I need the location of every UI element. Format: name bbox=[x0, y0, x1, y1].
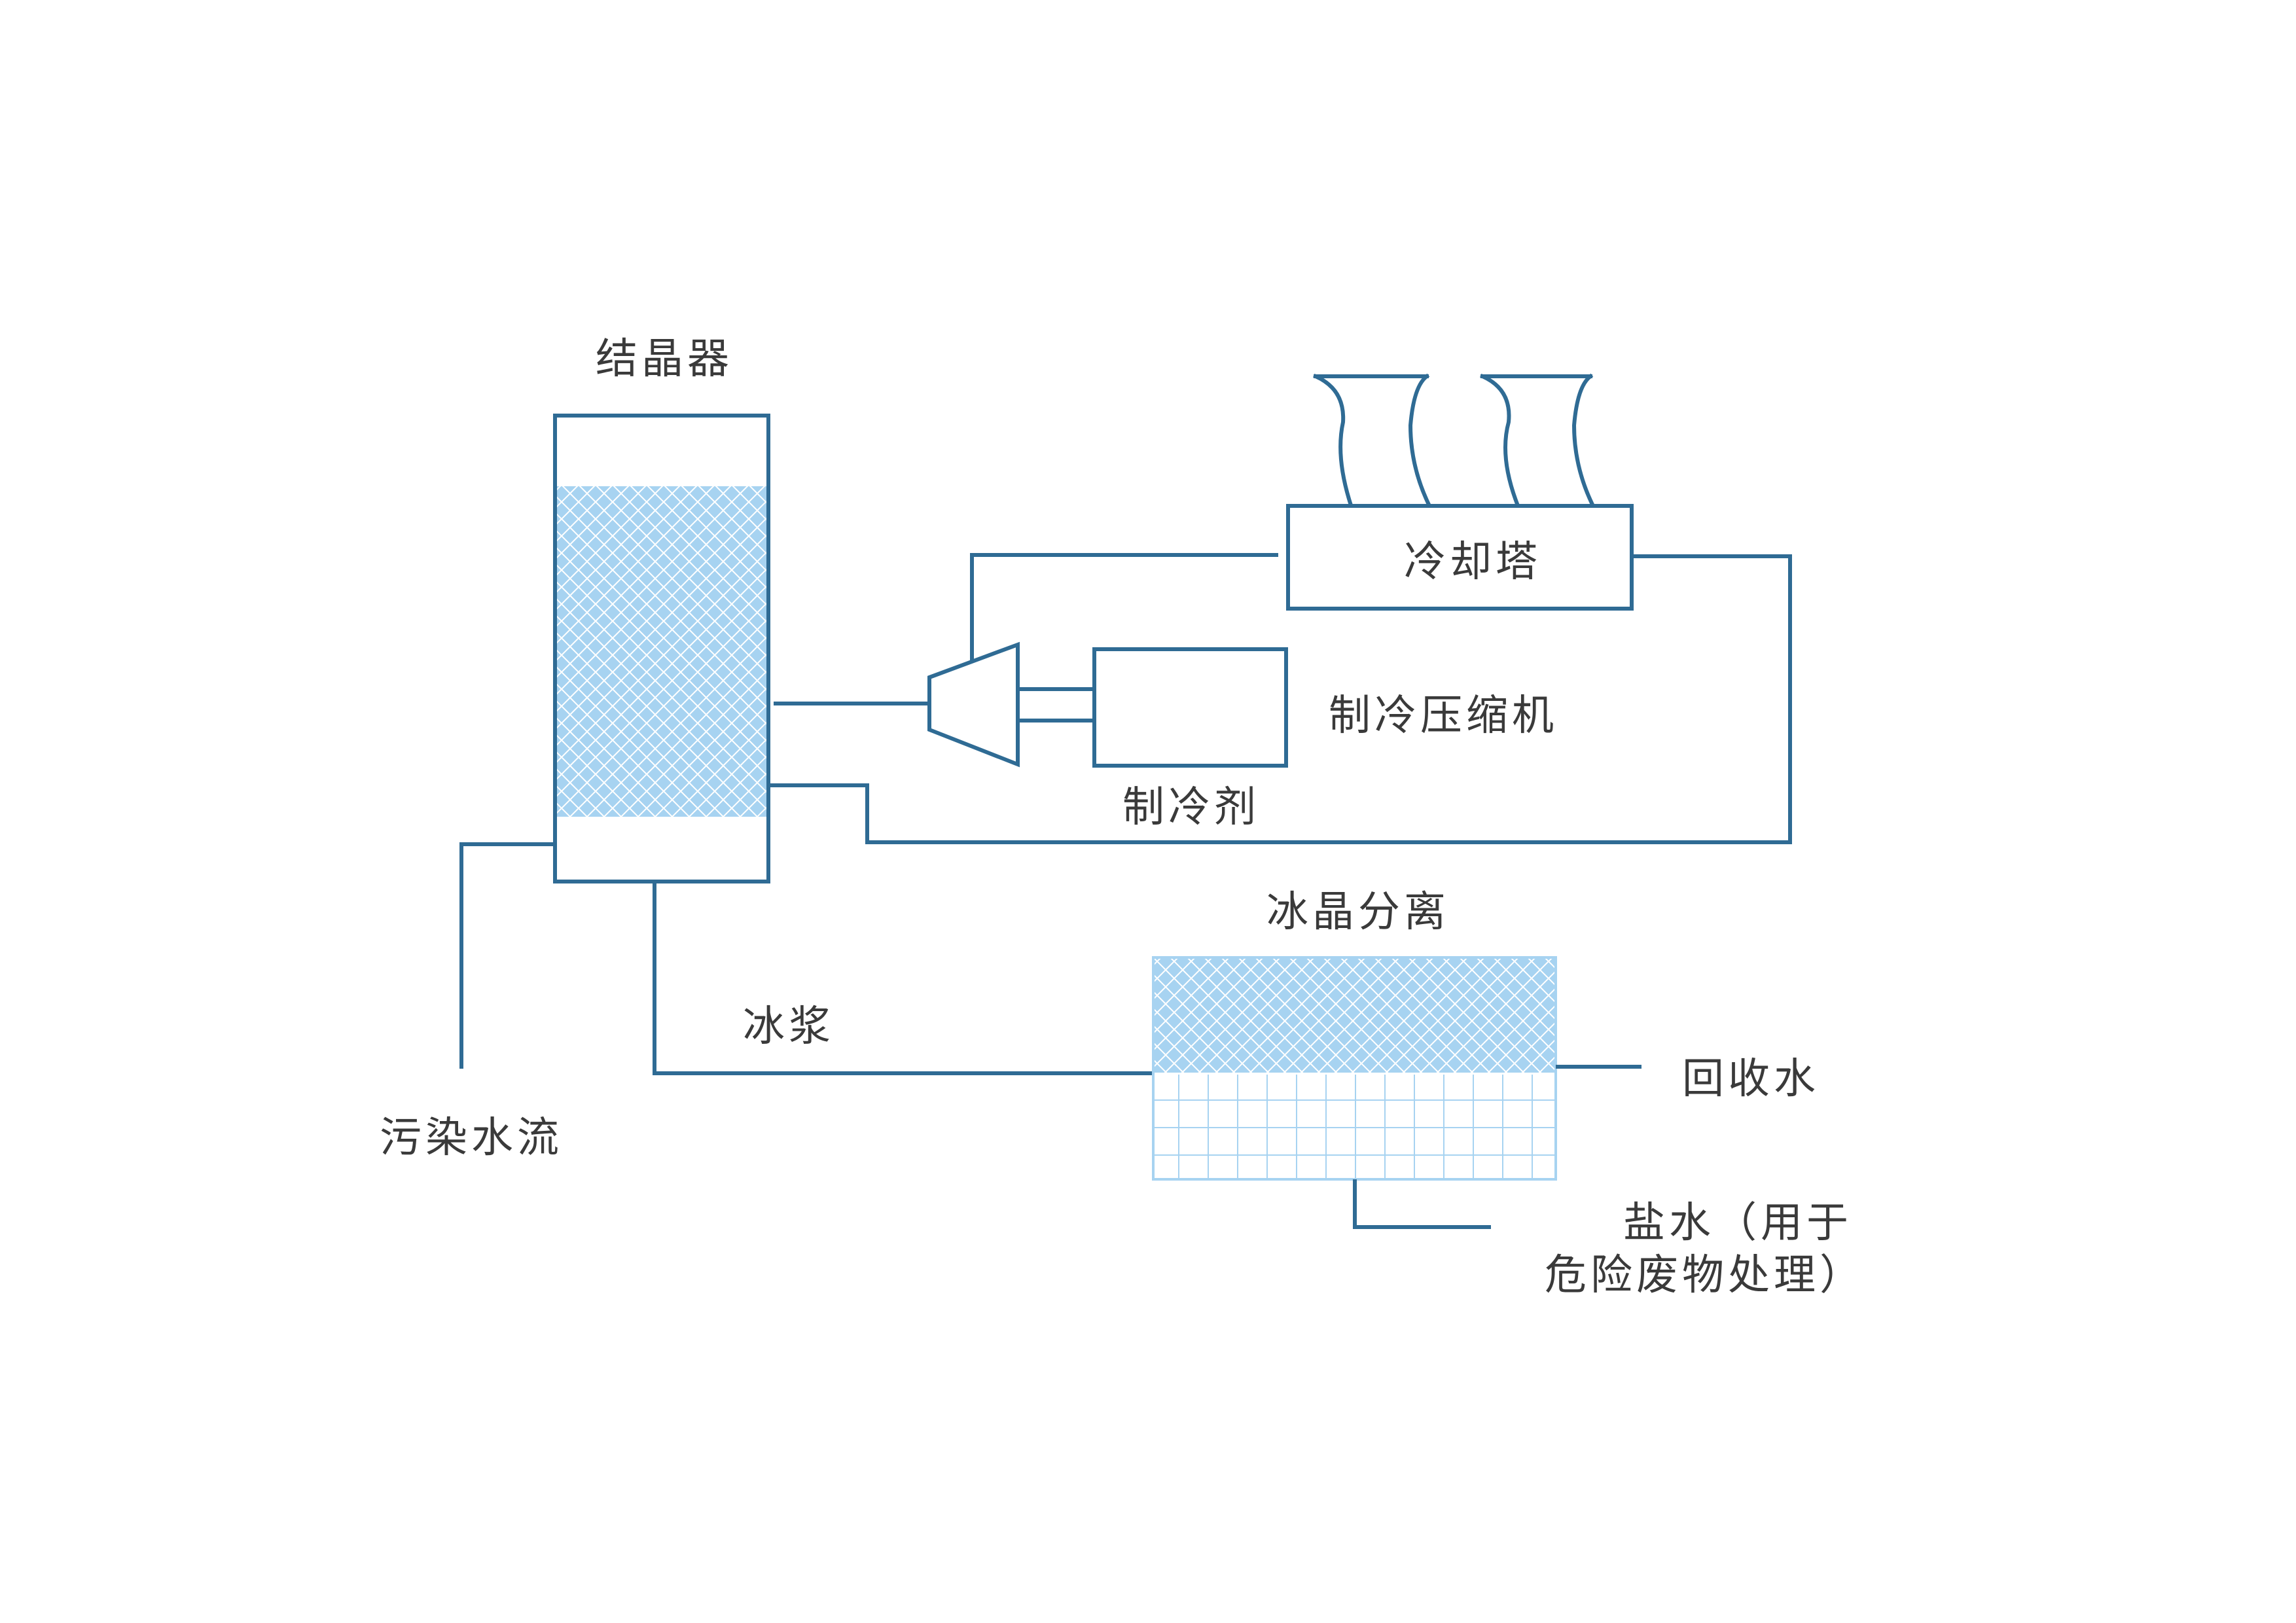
separation-brine-layer bbox=[1153, 1075, 1556, 1179]
ice-separation-unit bbox=[1152, 956, 1557, 1181]
ice-separation-label: 冰晶分离 bbox=[1266, 888, 1450, 936]
pipe-polluted-water-inlet bbox=[459, 842, 557, 1069]
brine-label-line1: 盐水（用于 bbox=[1623, 1199, 1852, 1247]
ice-slurry-label: 冰浆 bbox=[743, 1003, 834, 1051]
pipe-compressor-to-cooling-tower bbox=[970, 553, 1278, 663]
pipe-brine-outlet bbox=[1353, 1179, 1491, 1229]
recovered-water-label: 回收水 bbox=[1682, 1055, 1820, 1103]
compressor-turbine bbox=[927, 641, 1020, 768]
pipe-refrigerant-return bbox=[769, 554, 1792, 844]
crystallizer bbox=[553, 414, 770, 883]
pipe-ice-slurry bbox=[653, 882, 1154, 1075]
refrigerant-label: 制冷剂 bbox=[1122, 783, 1260, 832]
crystallizer-ice-fill bbox=[557, 486, 766, 817]
crystallizer-label: 结晶器 bbox=[596, 335, 733, 383]
compressor-label: 制冷压缩机 bbox=[1329, 692, 1558, 740]
cooling-tower-label: 冷却塔 bbox=[1404, 538, 1541, 586]
brine-label-line2: 危险废物处理） bbox=[1545, 1251, 1865, 1300]
cooling-tower bbox=[1286, 373, 1634, 611]
polluted-water-label: 污染水流 bbox=[380, 1114, 563, 1162]
cooling-tower-fan-right bbox=[1480, 373, 1597, 510]
refrigeration-compressor bbox=[927, 641, 1288, 768]
cooling-tower-fan-left bbox=[1313, 373, 1433, 510]
compressor-shaft bbox=[1016, 687, 1096, 722]
separation-ice-layer bbox=[1153, 957, 1556, 1073]
compressor-motor bbox=[1092, 647, 1288, 768]
